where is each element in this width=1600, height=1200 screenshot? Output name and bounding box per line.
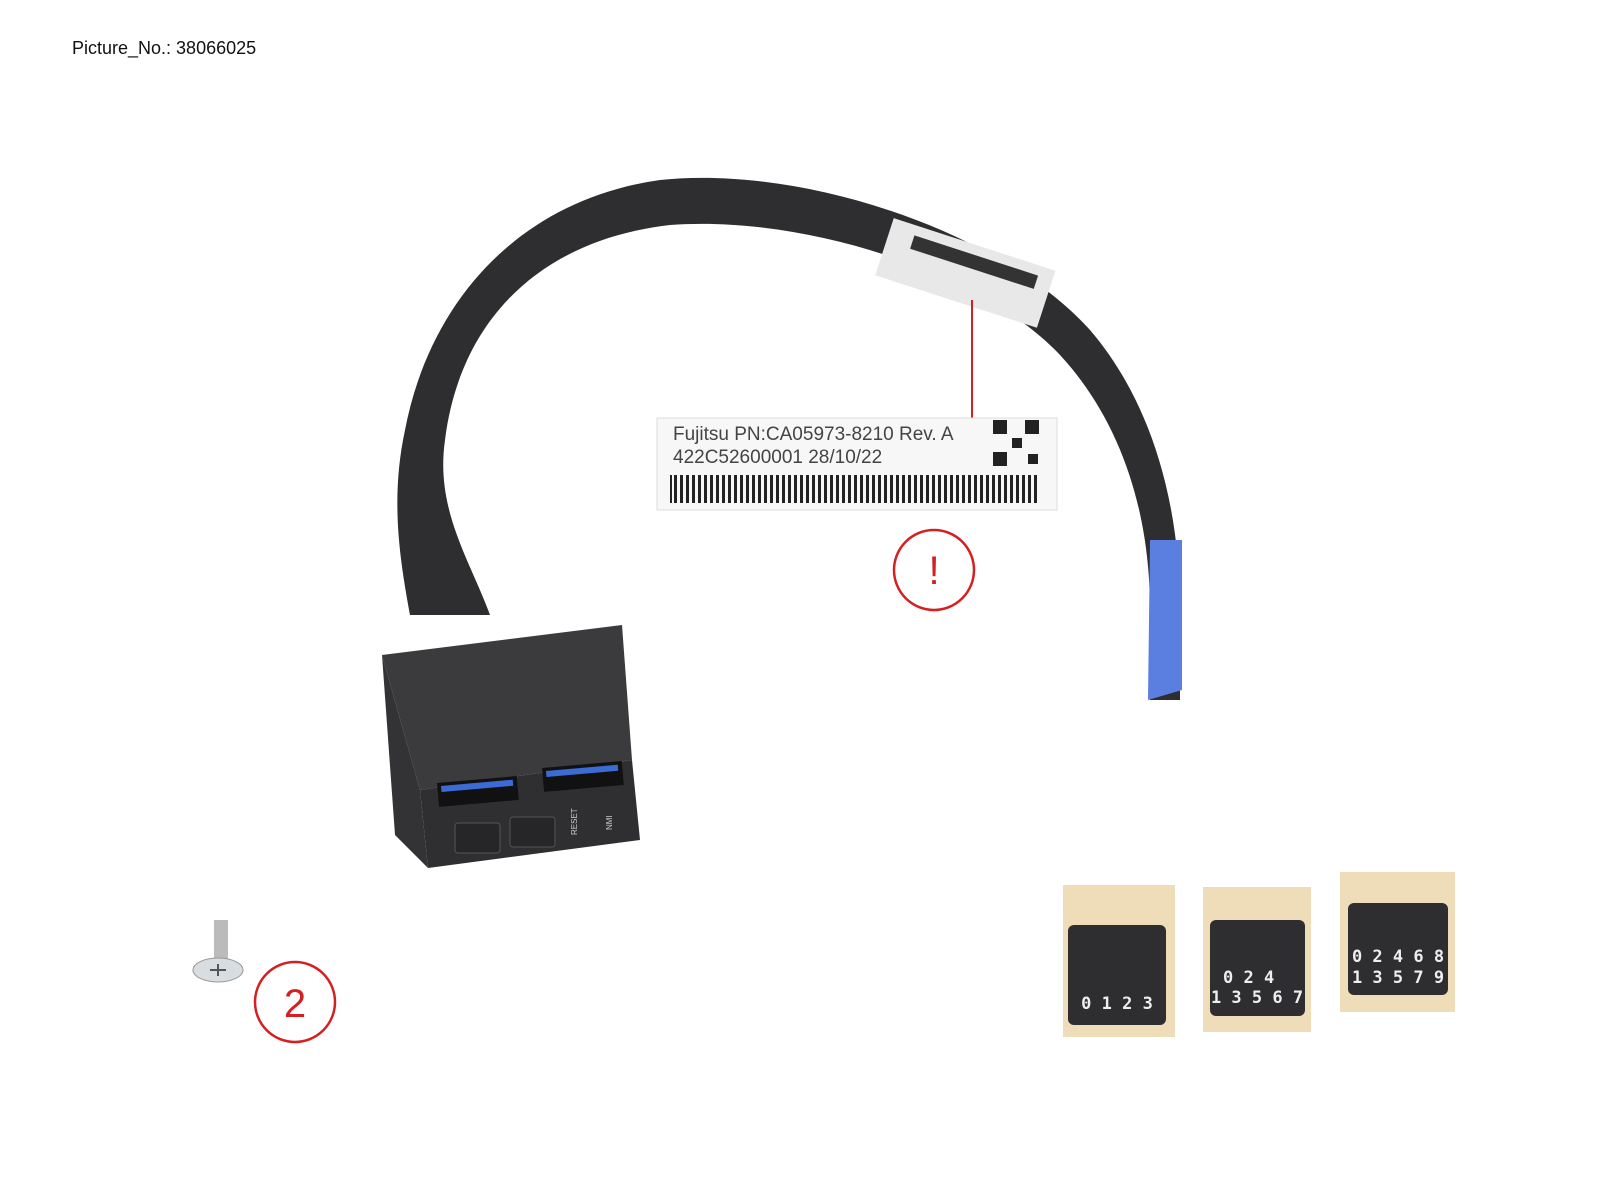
front-panel-connector: RESET NMI — [382, 625, 640, 868]
barcode-bar — [890, 475, 893, 503]
svg-text:!: ! — [928, 549, 939, 593]
barcode-bar — [926, 475, 929, 503]
barcode-bar — [986, 475, 989, 503]
barcode-bar — [1034, 475, 1037, 503]
barcode-bar — [794, 475, 797, 503]
barcode-bar — [884, 475, 887, 503]
barcode-bar — [1028, 475, 1031, 503]
barcode-bar — [1004, 475, 1007, 503]
svg-text:0 2 4 6 8: 0 2 4 6 8 — [1352, 947, 1444, 967]
drive-sticker: 0 1 2 3 — [1063, 885, 1175, 1037]
barcode-bar — [740, 475, 743, 503]
barcode-bar — [686, 475, 689, 503]
barcode-bar — [938, 475, 941, 503]
svg-text:1 3 5 7 9: 1 3 5 7 9 — [1352, 968, 1444, 988]
barcode-bar — [932, 475, 935, 503]
svg-text:NMI: NMI — [605, 815, 614, 830]
barcode-bar — [734, 475, 737, 503]
barcode-bar — [974, 475, 977, 503]
label-line-1: Fujitsu PN:CA05973-8210 Rev. A — [673, 424, 954, 445]
barcode-bar — [824, 475, 827, 503]
barcode-bar — [830, 475, 833, 503]
barcode-bar — [968, 475, 971, 503]
barcode-bar — [818, 475, 821, 503]
barcode-bar — [746, 475, 749, 503]
barcode-bar — [980, 475, 983, 503]
quantity-callout: 2 — [253, 960, 337, 1044]
barcode-bar — [998, 475, 1001, 503]
barcode-bar — [752, 475, 755, 503]
barcode-bar — [896, 475, 899, 503]
barcode-bar — [944, 475, 947, 503]
barcode-bar — [854, 475, 857, 503]
barcode-bar — [920, 475, 923, 503]
part-label: Fujitsu PN:CA05973-8210 Rev. A 422C52600… — [656, 417, 1058, 511]
svg-text:RESET: RESET — [570, 808, 579, 835]
barcode-bar — [680, 475, 683, 503]
usb-port — [546, 764, 619, 777]
svg-text:2: 2 — [284, 982, 306, 1026]
barcode-bar — [908, 475, 911, 503]
barcode-bar — [728, 475, 731, 503]
drive-sticker: 0 2 4 6 8 1 3 5 7 9 — [1340, 872, 1455, 1012]
barcode-bar — [758, 475, 761, 503]
qr-code-icon — [993, 420, 1039, 466]
barcode-bar — [764, 475, 767, 503]
barcode-bar — [704, 475, 707, 503]
barcode — [670, 475, 1037, 503]
barcode-bar — [812, 475, 815, 503]
barcode-bar — [716, 475, 719, 503]
barcode-bar — [782, 475, 785, 503]
svg-text:0 2 4: 0 2 4 — [1223, 968, 1274, 988]
barcode-bar — [1022, 475, 1025, 503]
warning-callout: ! — [892, 528, 976, 612]
barcode-bar — [800, 475, 803, 503]
barcode-bar — [860, 475, 863, 503]
barcode-bar — [710, 475, 713, 503]
barcode-bar — [674, 475, 677, 503]
barcode-bar — [956, 475, 959, 503]
cable-blue-tip — [1148, 540, 1182, 700]
barcode-bar — [878, 475, 881, 503]
label-line-2: 422C52600001 28/10/22 — [673, 447, 882, 468]
power-button — [454, 822, 501, 854]
barcode-bar — [842, 475, 845, 503]
barcode-bar — [788, 475, 791, 503]
barcode-bar — [914, 475, 917, 503]
id-button — [509, 816, 556, 848]
barcode-bar — [776, 475, 779, 503]
barcode-bar — [950, 475, 953, 503]
barcode-bar — [962, 475, 965, 503]
barcode-bar — [698, 475, 701, 503]
picture-number: Picture_No.: 38066025 — [72, 38, 257, 58]
svg-text:1 3 5 6 7: 1 3 5 6 7 — [1211, 988, 1303, 1008]
barcode-bar — [1016, 475, 1019, 503]
barcode-bar — [722, 475, 725, 503]
barcode-bar — [1010, 475, 1013, 503]
barcode-bar — [848, 475, 851, 503]
barcode-bar — [692, 475, 695, 503]
barcode-bar — [770, 475, 773, 503]
usb-port — [440, 779, 514, 792]
cable-barcode-sticker — [875, 218, 1056, 328]
barcode-bar — [836, 475, 839, 503]
barcode-bar — [866, 475, 869, 503]
barcode-bar — [670, 475, 672, 503]
drive-sticker: 0 2 4 1 3 5 6 7 — [1203, 887, 1311, 1032]
barcode-bar — [902, 475, 905, 503]
screw-icon — [192, 920, 244, 983]
barcode-bar — [872, 475, 875, 503]
svg-text:0 1 2 3: 0 1 2 3 — [1081, 994, 1153, 1014]
barcode-bar — [806, 475, 809, 503]
barcode-bar — [992, 475, 995, 503]
